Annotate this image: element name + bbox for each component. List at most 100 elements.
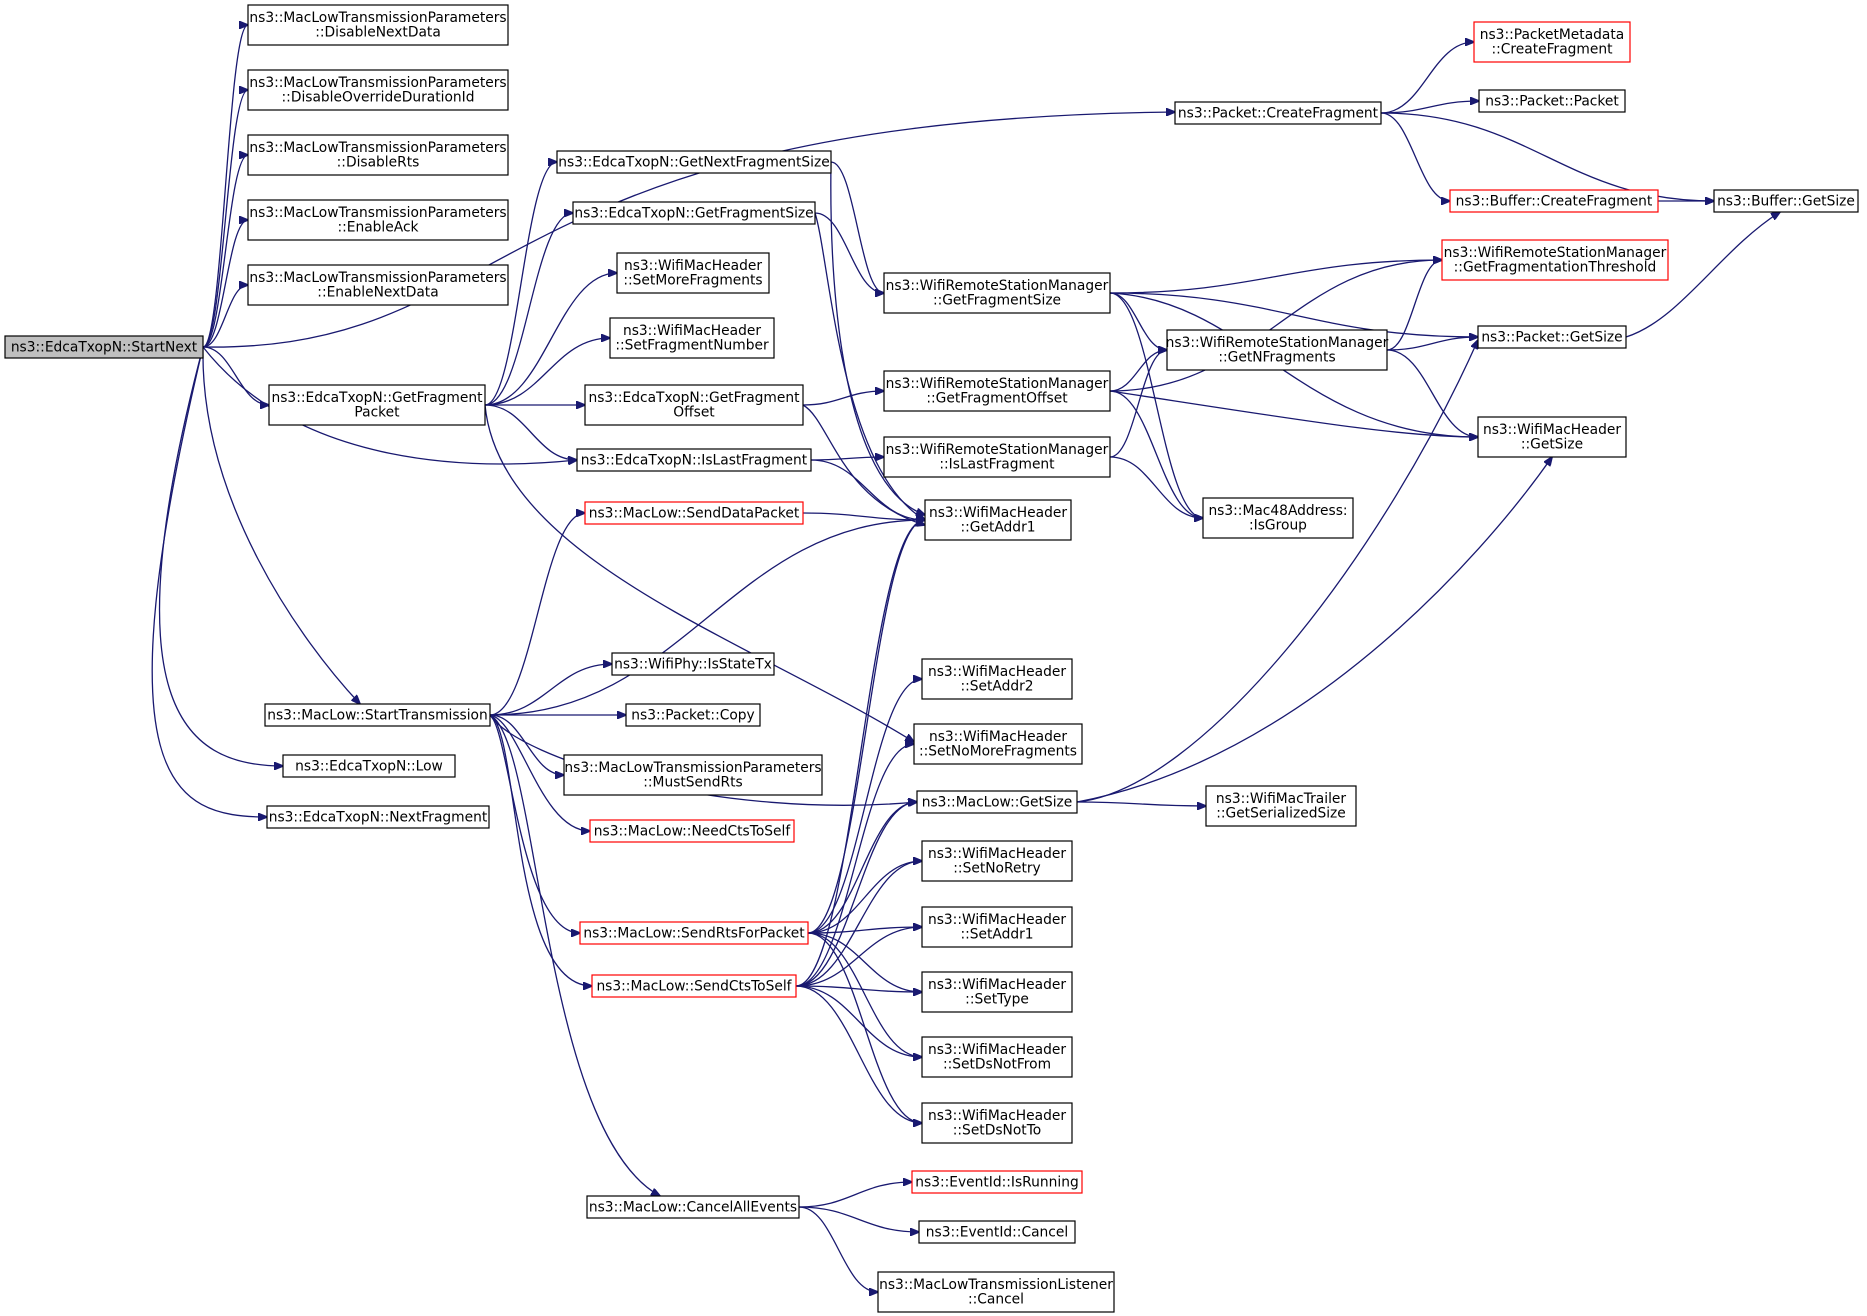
graph-node-box xyxy=(247,69,509,111)
edge-n23-n21 xyxy=(1109,350,1167,392)
graph-node[interactable]: ns3::MacLow::StartTransmission xyxy=(264,703,491,727)
graph-node[interactable]: ns3::MacLowTransmissionParameters::MustS… xyxy=(563,754,823,796)
graph-node[interactable]: ns3::EventId::IsRunning xyxy=(911,1170,1083,1194)
graph-node[interactable]: ns3::WifiRemoteStationManager::GetNFragm… xyxy=(1166,329,1389,371)
graph-node-box xyxy=(586,1195,800,1219)
graph-node[interactable]: ns3::WifiMacHeader::SetDsNotTo xyxy=(921,1102,1073,1144)
graph-node-label: ::SetNoRetry xyxy=(953,861,1040,877)
graph-node[interactable]: ns3::MacLowTransmissionParameters::Disab… xyxy=(247,134,509,176)
graph-node[interactable]: ns3::EdcaTxopN::GetNextFragmentSize xyxy=(556,150,832,174)
graph-node-label: ns3::MacLow::SendDataPacket xyxy=(589,505,800,521)
graph-node-box xyxy=(1166,329,1388,371)
graph-node-label: ns3::MacLowTransmissionParameters xyxy=(249,140,506,156)
graph-node[interactable]: ns3::EdcaTxopN::GetFragmentSize xyxy=(572,201,816,225)
edge-n36-n43 xyxy=(795,927,922,987)
graph-node[interactable]: ns3::WifiMacHeader::SetDsNotFrom xyxy=(921,1036,1073,1078)
graph-node-box xyxy=(4,335,204,359)
graph-node[interactable]: ns3::Buffer::GetSize xyxy=(1713,189,1859,213)
graph-node-label: ns3::Packet::GetSize xyxy=(1481,329,1622,345)
edge-n23-n19 xyxy=(1109,260,1442,392)
graph-node[interactable]: ns3::MacLowTransmissionParameters::Enabl… xyxy=(247,264,509,306)
graph-node[interactable]: ns3::EdcaTxopN::IsLastFragment xyxy=(576,448,812,472)
graph-node-label: ::GetSize xyxy=(1521,437,1583,453)
edge-n10-n39 xyxy=(484,404,914,742)
graph-node-label: ns3::WifiMacHeader xyxy=(929,505,1067,521)
graph-node-label: ::SetDsNotFrom xyxy=(943,1057,1051,1073)
edge-n10-n9 xyxy=(484,338,610,406)
edge-n28-n34 xyxy=(489,714,590,831)
graph-node[interactable]: ns3::Packet::GetSize xyxy=(1477,325,1627,349)
graph-node[interactable]: ns3::WifiMacHeader::SetNoMoreFragments xyxy=(913,723,1083,765)
edge-n6-n20 xyxy=(830,161,884,293)
graph-node[interactable]: ns3::EdcaTxopN::NextFragment xyxy=(266,805,490,829)
graph-node-label: ::EnableNextData xyxy=(317,285,438,301)
graph-node[interactable]: ns3::WifiMacHeader::SetMoreFragments xyxy=(616,252,770,294)
edge-n36-n46 xyxy=(795,985,922,1123)
graph-node-label: :IsGroup xyxy=(1249,518,1307,534)
graph-node[interactable]: ns3::EdcaTxopN::StartNext xyxy=(4,335,204,359)
graph-node[interactable]: ns3::WifiMacHeader::SetNoRetry xyxy=(921,840,1073,882)
graph-node-box xyxy=(883,436,1111,478)
graph-node[interactable]: ns3::WifiRemoteStationManager::GetFragme… xyxy=(883,370,1111,412)
graph-node-label: ::CreateFragment xyxy=(1491,42,1613,58)
graph-node[interactable]: ns3::MacLow::SendDataPacket xyxy=(584,501,804,525)
graph-node-label: ns3::WifiMacHeader xyxy=(1483,422,1621,438)
graph-node[interactable]: ns3::WifiMacHeader::SetFragmentNumber xyxy=(609,317,775,359)
graph-node-label: ::DisableRts xyxy=(337,155,420,171)
graph-node[interactable]: ns3::WifiPhy::IsStateTx xyxy=(611,652,775,676)
graph-node[interactable]: ns3::WifiMacHeader::SetAddr2 xyxy=(921,658,1073,700)
graph-node-box xyxy=(589,819,795,843)
graph-node[interactable]: ns3::MacLowTransmissionListener::Cancel xyxy=(877,1271,1115,1313)
graph-node[interactable]: ns3::Packet::CreateFragment xyxy=(1174,101,1382,125)
graph-node[interactable]: ns3::Buffer::CreateFragment xyxy=(1449,189,1659,213)
nodes-layer: ns3::EdcaTxopN::StartNextns3::MacLowTran… xyxy=(4,4,1859,1313)
graph-node[interactable]: ns3::MacLow::NeedCtsToSelf xyxy=(589,819,795,843)
graph-node[interactable]: ns3::WifiMacTrailer::GetSerializedSize xyxy=(1205,785,1357,827)
edge-n21-n22 xyxy=(1386,337,1478,351)
graph-node[interactable]: ns3::MacLow::CancelAllEvents xyxy=(586,1195,800,1219)
graph-node[interactable]: ns3::EventId::Cancel xyxy=(918,1220,1076,1244)
graph-node-box xyxy=(1473,21,1631,63)
graph-node-label: ns3::MacLow::StartTransmission xyxy=(267,707,488,723)
graph-node-box xyxy=(584,501,804,525)
graph-node-label: ns3::WifiMacHeader xyxy=(928,664,1066,680)
graph-node-label: ::GetFragmentOffset xyxy=(926,391,1068,407)
graph-node[interactable]: ns3::MacLowTransmissionParameters::Disab… xyxy=(247,4,509,46)
graph-node[interactable]: ns3::WifiRemoteStationManager::GetFragme… xyxy=(883,272,1111,314)
graph-node[interactable]: ns3::EdcaTxopN::Low xyxy=(282,754,456,778)
graph-node[interactable]: ns3::MacLow::SendCtsToSelf xyxy=(591,974,797,998)
graph-node-label: ns3::EventId::IsRunning xyxy=(915,1174,1078,1190)
graph-node-label: ns3::MacLowTransmissionParameters xyxy=(249,75,506,91)
graph-node-box xyxy=(264,703,491,727)
graph-node[interactable]: ns3::Packet::Copy xyxy=(625,703,761,727)
graph-node[interactable]: ns3::MacLow::SendRtsForPacket xyxy=(579,921,809,945)
graph-node[interactable]: ns3::EdcaTxopN::GetFragmentOffset xyxy=(584,384,804,426)
graph-node[interactable]: ns3::MacLow::GetSize xyxy=(916,790,1078,814)
edge-n0-n29 xyxy=(158,346,283,766)
edge-n14-n18 xyxy=(1380,112,1714,201)
edge-n25-n27 xyxy=(1109,456,1203,518)
graph-node[interactable]: ns3::WifiMacHeader::GetSize xyxy=(1477,416,1627,458)
edge-n12-n26 xyxy=(810,459,925,520)
graph-node-box xyxy=(916,790,1078,814)
graph-node-label: ns3::Packet::CreateFragment xyxy=(1178,105,1379,121)
edge-n21-n19 xyxy=(1386,260,1442,351)
graph-node[interactable]: ns3::PacketMetadata::CreateFragment xyxy=(1473,21,1631,63)
graph-node[interactable]: ns3::MacLowTransmissionParameters::Enabl… xyxy=(247,199,509,241)
graph-node[interactable]: ns3::WifiRemoteStationManager::IsLastFra… xyxy=(883,436,1111,478)
graph-node[interactable]: ns3::WifiMacHeader::SetAddr1 xyxy=(921,906,1073,948)
edge-n35-n40 xyxy=(807,802,917,934)
edge-n35-n42 xyxy=(807,861,922,934)
graph-node[interactable]: ns3::Mac48Address::IsGroup xyxy=(1202,497,1354,539)
graph-node-label: ::SetMoreFragments xyxy=(623,273,762,289)
graph-node[interactable]: ns3::WifiMacHeader::SetType xyxy=(921,971,1073,1013)
graph-node-box xyxy=(266,805,490,829)
graph-node[interactable]: ns3::Packet::Packet xyxy=(1478,89,1626,113)
graph-node[interactable]: ns3::WifiRemoteStationManager::GetFragme… xyxy=(1441,239,1669,281)
graph-node[interactable]: ns3::WifiMacHeader::GetAddr1 xyxy=(924,499,1072,541)
graph-node-box xyxy=(1477,416,1627,458)
edge-n14-n16 xyxy=(1380,101,1479,114)
graph-node[interactable]: ns3::MacLowTransmissionParameters::Disab… xyxy=(247,69,509,111)
